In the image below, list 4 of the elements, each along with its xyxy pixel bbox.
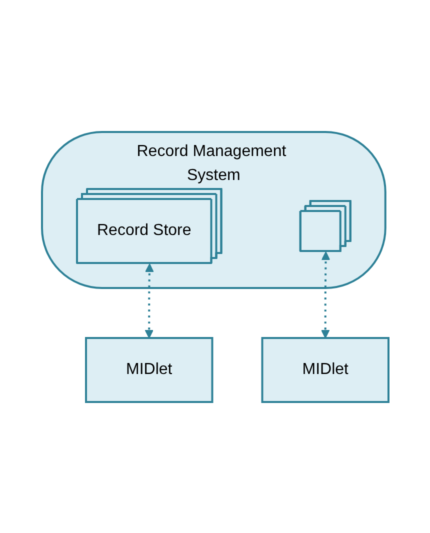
node-box: MIDlet (84, 336, 213, 402)
node-box: MIDlet (261, 336, 390, 402)
arrow (320, 251, 330, 338)
arrow (144, 263, 154, 338)
